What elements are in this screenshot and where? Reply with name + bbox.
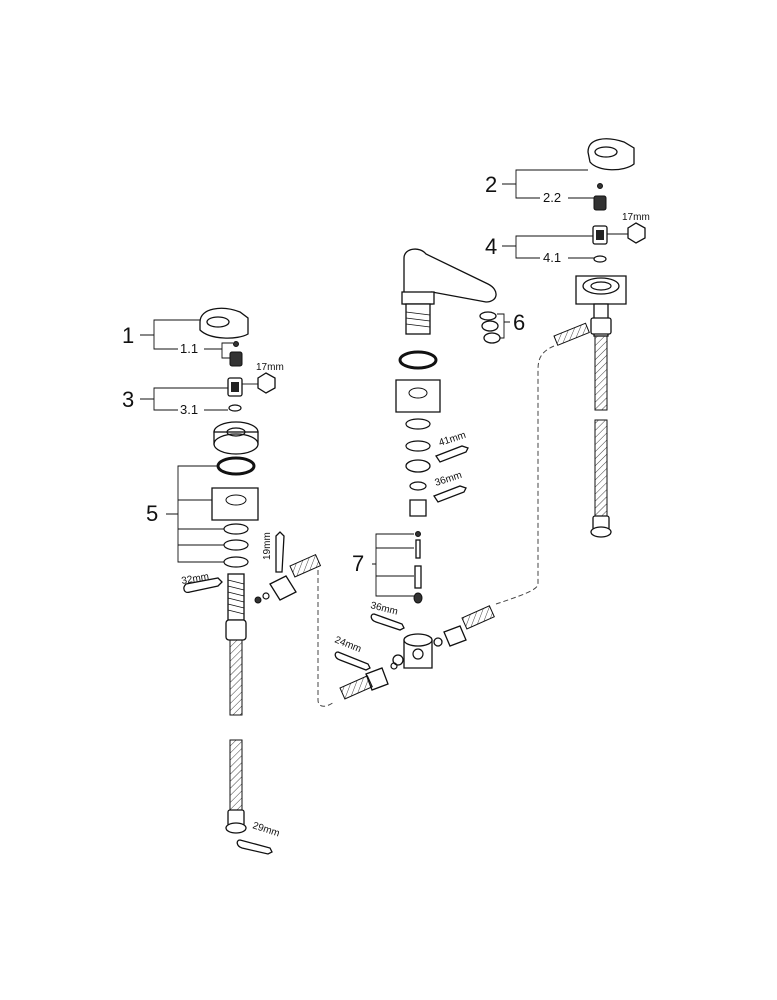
left-cartridge-top (229, 351, 243, 367)
t-connector-right-nut (443, 625, 467, 647)
spout-valve-tip (413, 592, 423, 604)
right-braided-hose (594, 335, 608, 411)
left-hex-label: 17mm (256, 362, 284, 373)
callout-5: 5 (146, 501, 158, 526)
left-connector-nut (269, 575, 297, 601)
wrench-29mm (236, 839, 273, 855)
right-hex-label: 17mm (622, 212, 650, 223)
spout-shank (405, 303, 431, 335)
spout-rod-1 (415, 539, 421, 559)
wrench-19mm-label: 19mm (262, 532, 273, 560)
right-o-ring-small (593, 255, 607, 263)
aerator-part-1 (479, 311, 497, 321)
connection-lines (317, 345, 555, 707)
left-handle-slot (206, 316, 230, 328)
left-washer-1 (223, 523, 249, 535)
left-handle-group: 17mm 1 1.1 3 3.1 5 (122, 307, 322, 855)
right-hex-tool (627, 222, 646, 244)
aerator-part-3 (483, 332, 501, 344)
dash-right-to-center (495, 345, 555, 605)
spout-nut (405, 459, 431, 473)
spout-body (403, 248, 497, 305)
left-connector-hose (289, 553, 322, 578)
right-handle-group: 17mm 2 2.2 4 4.1 (485, 138, 650, 538)
spout-group: 6 41mm 36mm 7 36mm (333, 248, 525, 700)
spout-large-o-ring (398, 350, 438, 370)
spout-cartridge (409, 499, 427, 517)
dash-left-to-center (317, 570, 335, 707)
callout-3: 3 (122, 387, 134, 412)
aerator-part-2 (481, 320, 499, 332)
left-washer-3 (223, 556, 249, 568)
callout-4-1: 4.1 (543, 250, 561, 265)
wrench-36mm-top (433, 485, 467, 503)
wrench-32mm-label: 32mm (181, 571, 210, 587)
wrench-29mm-label: 29mm (251, 820, 281, 839)
t-connector-right-hose (461, 605, 495, 630)
wrench-32mm (183, 577, 223, 594)
wrench-36mm-bottom (370, 613, 405, 631)
left-hex-tool (257, 372, 276, 394)
wrench-19mm (275, 531, 285, 573)
callout-1: 1 (122, 323, 134, 348)
wrench-24mm (334, 651, 371, 671)
right-cap-screw (597, 183, 603, 189)
spout-washer-1 (405, 418, 431, 430)
callout-6: 6 (513, 310, 525, 335)
right-handle-slot (594, 146, 618, 158)
spout-rod-2 (414, 565, 422, 589)
callout-1-1: 1.1 (180, 341, 198, 356)
right-cartridge-top (593, 195, 607, 211)
left-o-ring-small (228, 404, 242, 412)
callout-4: 4 (485, 234, 497, 259)
spout-washer-2 (405, 440, 431, 452)
callout-2: 2 (485, 172, 497, 197)
callout-3-1: 3.1 (180, 402, 198, 417)
t-connector-left-hose (339, 675, 373, 700)
left-braided-hose (229, 639, 243, 716)
left-washer-2 (223, 539, 249, 551)
wrench-41mm (435, 445, 469, 463)
callout-7: 7 (352, 551, 364, 576)
callout-2-2: 2.2 (543, 190, 561, 205)
right-side-hose (553, 322, 590, 346)
left-cap-screw (233, 341, 239, 347)
left-large-o-ring (216, 456, 256, 476)
